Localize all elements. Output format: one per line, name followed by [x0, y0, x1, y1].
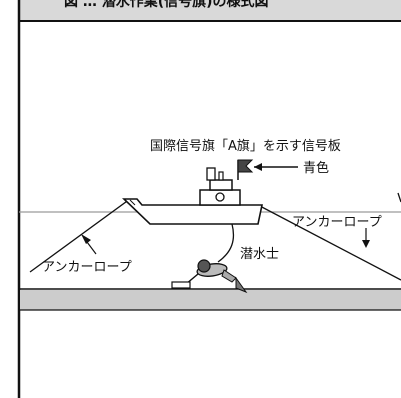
boat-porthole [215, 192, 225, 202]
diver-figure [171, 259, 248, 294]
boat-vent [218, 171, 224, 181]
color-arrowhead [254, 163, 262, 171]
seabed-band [20, 290, 401, 310]
header-band [18, 0, 401, 20]
anchor-rope-left-label: アンカーロープ [42, 260, 132, 275]
anchor-rope-right-arrowhead [362, 240, 370, 248]
signal-flag-a [237, 159, 254, 173]
color-label: 青色 [303, 160, 329, 176]
boat-bow-detail [129, 199, 136, 206]
anchor-rope-right [257, 204, 401, 281]
anchor-rope-right-label: アンカーロープ [292, 215, 382, 230]
diver-label: 潜水士 [240, 247, 279, 262]
anchor-rope-left [29, 198, 131, 273]
boat-bridge [209, 179, 233, 191]
header-title: 図 … 潜水作業(信号旗)の様式図 [64, 0, 269, 10]
boat-funnel [206, 167, 216, 181]
anchor-rope-left-arrowhead [81, 234, 91, 244]
signboard-label: 国際信号旗「A旗」を示す信号板 [150, 138, 341, 154]
diver-lifeline [217, 223, 235, 263]
boat-hull [122, 198, 263, 225]
